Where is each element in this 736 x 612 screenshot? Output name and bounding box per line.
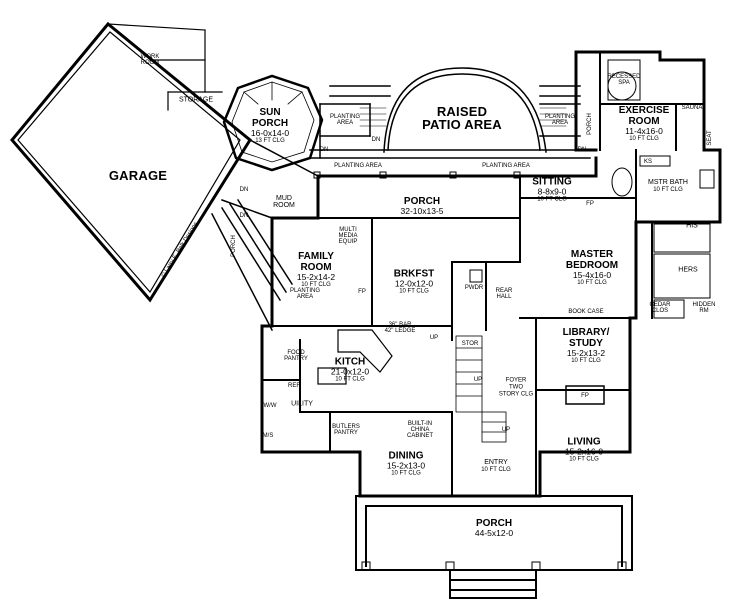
raised-patio-walls <box>309 67 591 159</box>
porch-side-label: PORCH <box>231 235 237 257</box>
stor-label: STOR <box>461 341 479 347</box>
porch-rear-label: PORCH 32-10x13-5 <box>400 195 444 216</box>
exercise-room-label: EXERCISE ROOM 11-4x16-0 10 FT CLG <box>618 105 670 143</box>
recessed-spa-label: RECESSED SPA <box>607 74 641 86</box>
porch-small-label: PORCH <box>587 113 593 135</box>
built-in-label: BUILT-IN CHINA CABINET <box>406 421 434 439</box>
work-room-label: WORK ROOM <box>140 54 160 66</box>
planting-area-label: PLANTING AREA <box>544 114 576 126</box>
up-label: UP <box>501 427 511 433</box>
sauna-label: SAUNA <box>681 105 703 111</box>
dining-label: DINING 15-2x13-0 10 FT CLG <box>386 450 426 477</box>
garage-label: GARAGE <box>108 167 168 183</box>
sitting-label: SITTING 8-8x9-0 10 FT CLG <box>532 176 572 203</box>
hers-label: HERS <box>678 266 698 274</box>
dn-label: DN <box>239 187 249 193</box>
butlers-pantry-label: BUTLERS PANTRY <box>332 424 360 436</box>
pwdr-label: PWDR <box>464 285 484 291</box>
rear-hall-label: REAR HALL <box>495 288 513 300</box>
dn-label: DN <box>371 137 381 143</box>
hidden-rm-label: HIDDEN RM <box>692 302 716 314</box>
ms-label: M/S <box>262 433 274 439</box>
brkfst-label: BRKFST 12-0x12-0 10 FT CLG <box>393 268 435 295</box>
cedar-clos-label: CEDAR CLOS <box>649 302 671 314</box>
mstr-bath-label: MSTR BATH 10 FT CLG <box>648 178 688 193</box>
master-bedroom-label: MASTER BEDROOM 15-4x16-0 10 FT CLG <box>565 249 619 287</box>
planting-area-label: PLANTING AREA <box>329 114 361 126</box>
fp-label: FP <box>581 393 589 399</box>
raised-patio-label: RAISED PATIO AREA <box>422 104 502 132</box>
ww-label: W/W <box>263 403 277 409</box>
planting-area-label: PLANTING AREA <box>334 163 382 169</box>
sun-porch-label: SUN PORCH 16-0x14-0 13 FT CLG <box>250 107 290 145</box>
family-room-label: FAMILY ROOM 15-2x14-2 10 FT CLG <box>296 251 336 289</box>
library-label: LIBRARY/ STUDY 15-2x13-2 10 FT CLG <box>562 327 610 365</box>
living-label: LIVING 15-2x16-0 10 FT CLG <box>564 436 604 463</box>
ref-label: REF <box>288 383 300 389</box>
dn-label: DN <box>239 213 249 219</box>
fp-label: FP <box>358 289 366 295</box>
entry-label: ENTRY 10 FT CLG <box>481 458 511 473</box>
planting-area-label: PLANTING AREA <box>482 163 530 169</box>
book-case-label: BOOK CASE <box>568 309 604 315</box>
dn-label: DN <box>577 147 587 153</box>
front-porch <box>355 495 633 599</box>
dn-label: DN <box>319 147 329 153</box>
up-label: UP <box>473 377 483 383</box>
mud-room-label: MUD ROOM <box>273 195 295 209</box>
foyer-stairs <box>455 335 507 443</box>
garage-walls <box>10 21 252 303</box>
seat-label: SEAT <box>707 130 713 146</box>
fp-label: FP <box>586 201 594 207</box>
house-interior-walls <box>261 51 705 497</box>
up-label: UP <box>429 335 439 341</box>
garage-inner <box>17 23 241 294</box>
foyer-label: FOYER TWO STORY CLG <box>498 377 534 398</box>
planting-area-label: PLANTING AREA <box>289 288 321 300</box>
food-pantry-label: FOOD PANTRY <box>284 350 308 362</box>
his-label: HIS <box>686 222 698 230</box>
bar-ledge-label: 36" BAR 42" LEDGE <box>384 322 416 334</box>
multimedia-label: MULTI MEDIA EQUIP <box>338 227 358 245</box>
porch-front-label: PORCH 44-5x12-0 <box>474 517 514 538</box>
kitchen-island <box>317 329 393 385</box>
ks-label: KS <box>643 159 653 165</box>
storage-label: STORAGE <box>178 96 214 104</box>
kitch-label: KITCH 21-0x12-0 10 FT CLG <box>330 356 370 383</box>
uility-label: UILITY <box>291 400 313 408</box>
